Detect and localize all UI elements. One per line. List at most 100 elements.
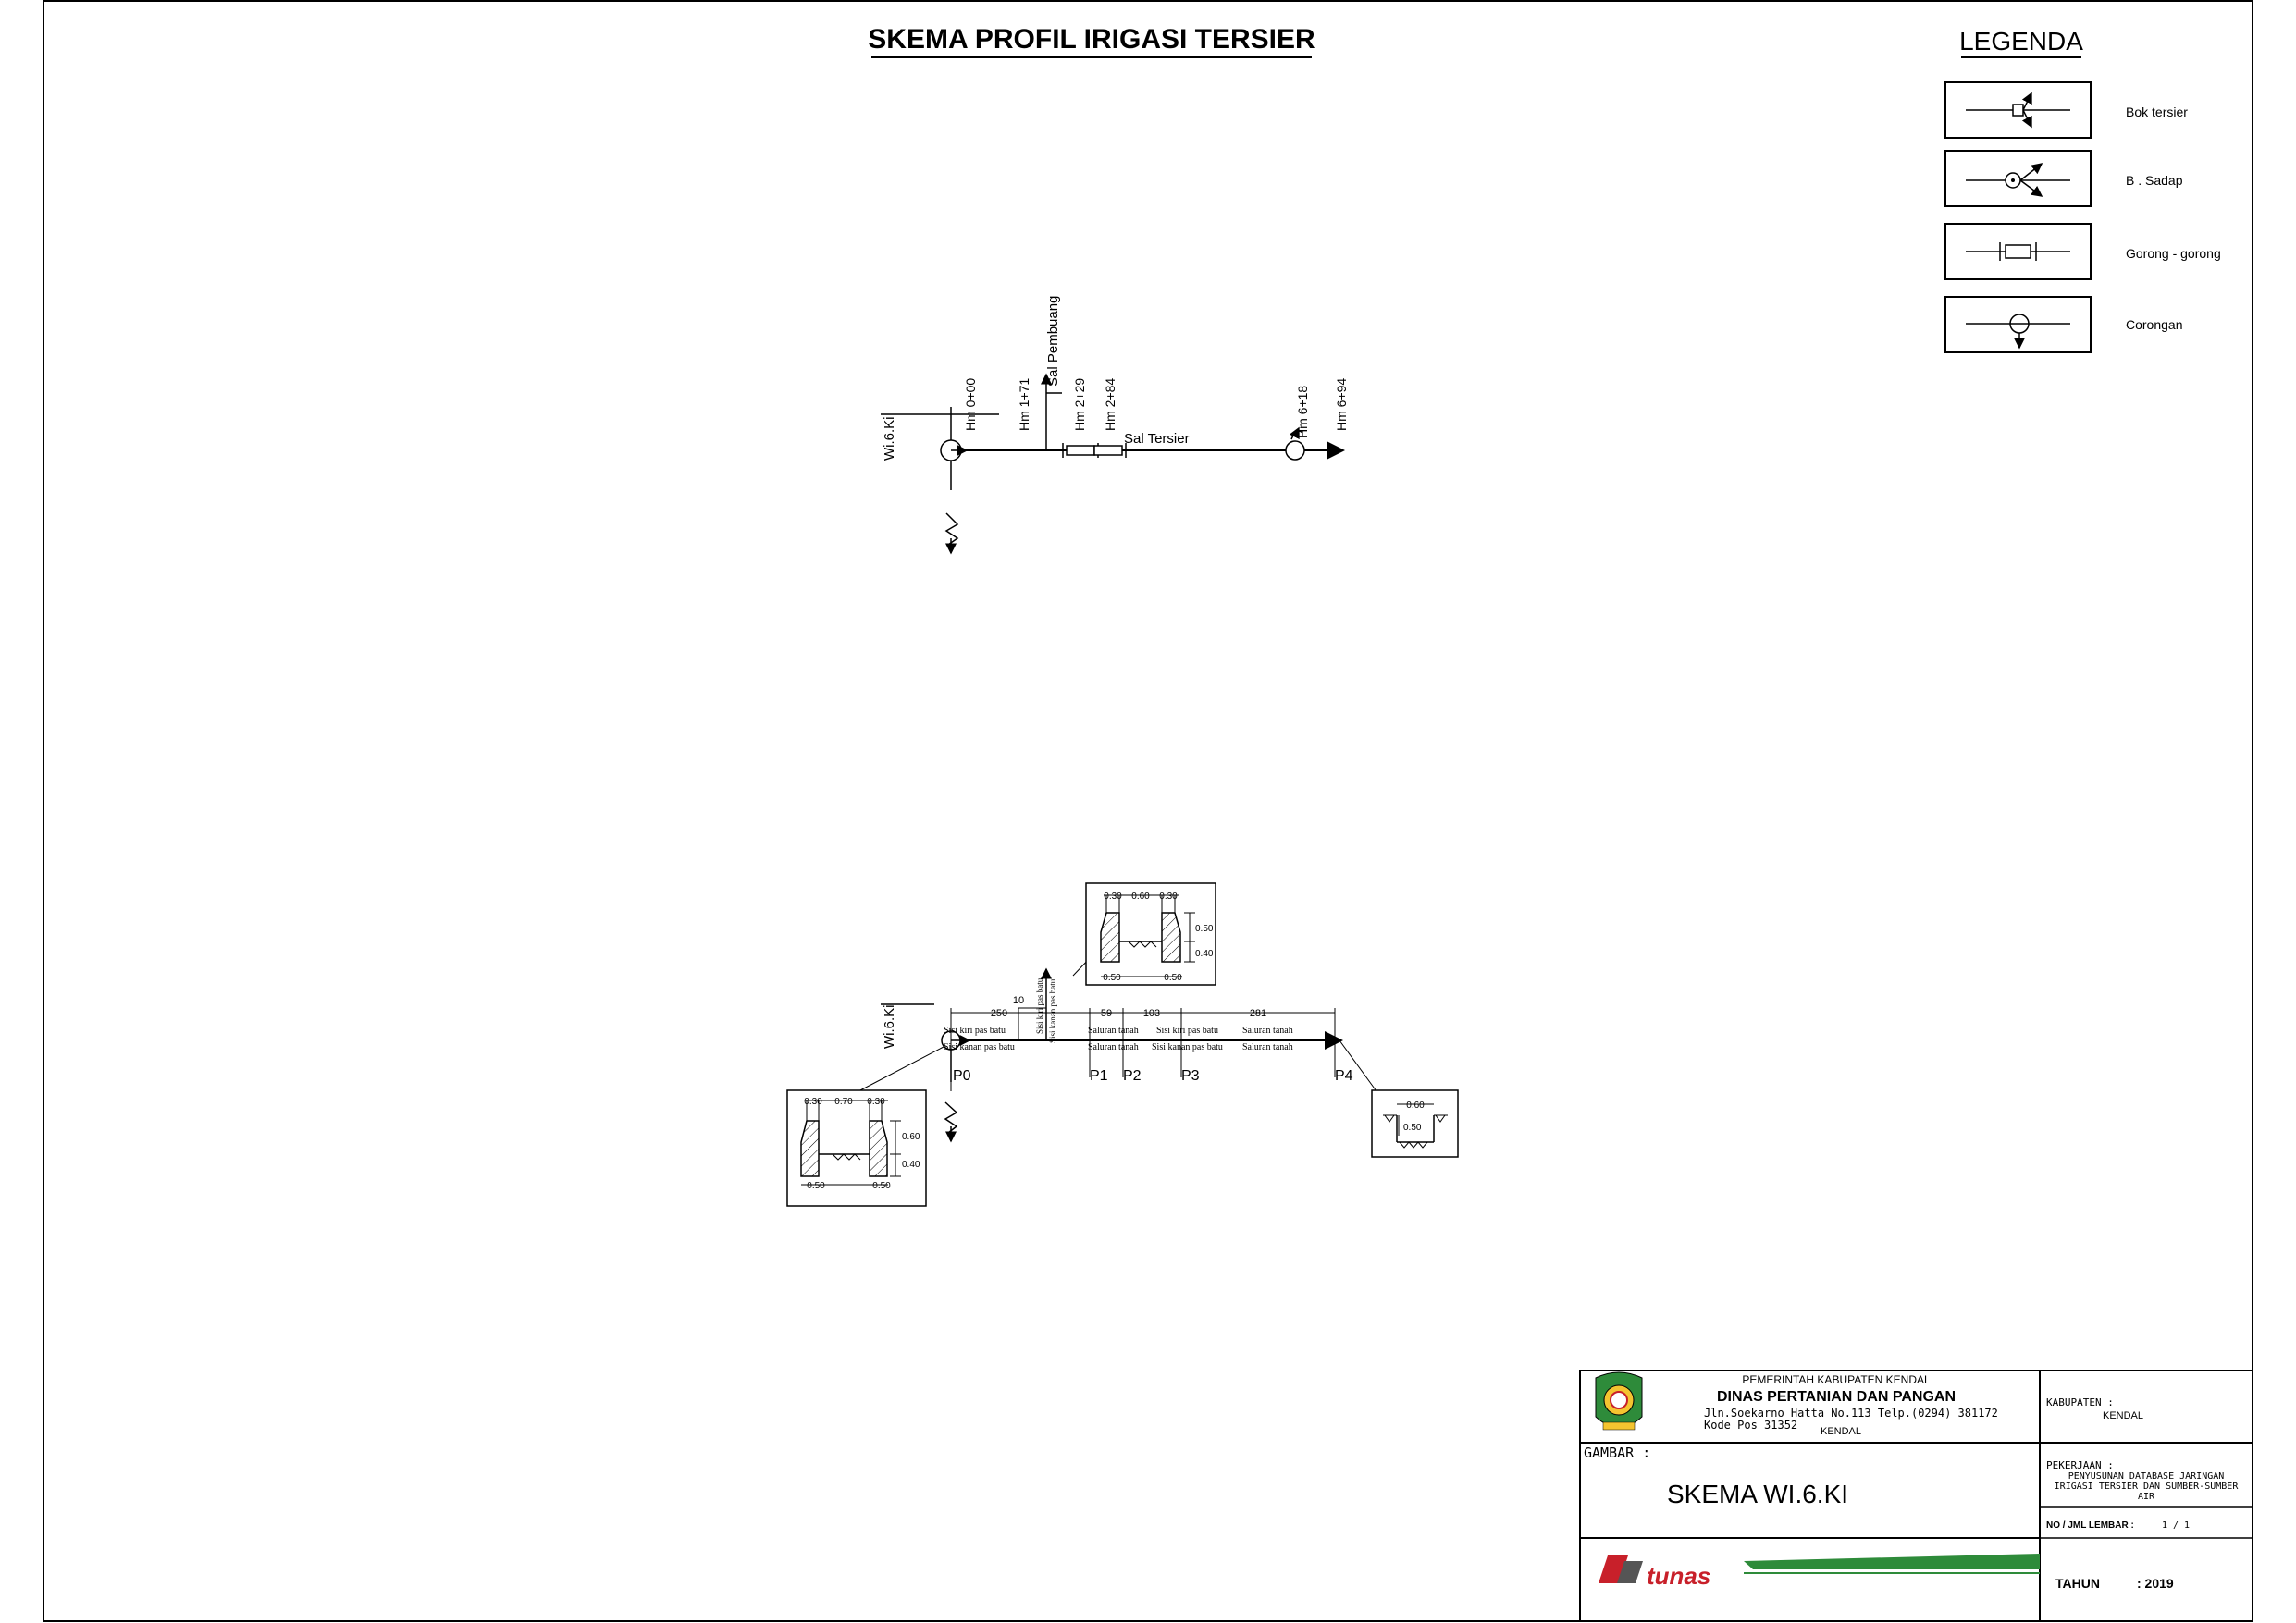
- station-label: Hm 0+00: [963, 378, 978, 431]
- dept-name: DINAS PERTANIAN DAN PANGAN: [1717, 1389, 1956, 1405]
- point-label: P1: [1090, 1068, 1108, 1084]
- pekerjaan-line: AIR: [2138, 1492, 2155, 1502]
- gov-name: PEMERINTAH KABUPATEN KENDAL: [1742, 1373, 1931, 1386]
- corongan-icon: [1966, 314, 2070, 350]
- segment-note: Sisi kiri pas batu: [944, 1026, 1006, 1036]
- page-title: SKEMA PROFIL IRIGASI TERSIER: [868, 24, 1315, 55]
- segment-note: Sisi kiri pas batu: [1035, 977, 1044, 1034]
- channel-label: Sal Tersier: [1124, 431, 1190, 447]
- point-label: P0: [953, 1068, 971, 1084]
- legend-item-sadap: B . Sadap: [1944, 150, 2183, 207]
- profile-diagram: Wi.6.Ki 250 10 59 103 281 S: [858, 955, 1377, 1143]
- tahun-value: : 2019: [2137, 1576, 2174, 1591]
- pekerjaan-line: IRIGASI TERSIER DAN SUMBER-SUMBER: [2055, 1482, 2240, 1492]
- tunas-brand-logo: tunas: [1599, 1554, 2040, 1590]
- title-block: PEMERINTAH KABUPATEN KENDAL DINAS PERTAN…: [1579, 1370, 2253, 1622]
- legend-box: [1944, 296, 2092, 353]
- legend-label: B . Sadap: [2126, 173, 2183, 188]
- dim-label: 0.50: [872, 1181, 891, 1191]
- station-label: Hm 6+94: [1334, 378, 1349, 431]
- legend-title: LEGENDA: [1959, 27, 2083, 55]
- city: KENDAL: [1821, 1426, 1861, 1437]
- address-line: Jln.Soekarno Hatta No.113 Telp.(0294) 38…: [1704, 1407, 1998, 1420]
- station-label: Hm 1+71: [1017, 378, 1031, 431]
- profile-channel-name: Wi.6.Ki: [882, 1004, 897, 1049]
- segment-note: Saluran tanah: [1088, 1042, 1139, 1052]
- pekerjaan-label: PEKERJAAN :: [2046, 1459, 2114, 1471]
- segment-note: Sisi kanan pas batu: [1048, 978, 1057, 1043]
- bok-tersier-icon: [1966, 92, 2070, 129]
- point-label: P4: [1335, 1068, 1353, 1084]
- schema-diagram: Wi.6.Ki Sal Pembuang Sal Tersier Hm 0+00…: [881, 296, 1349, 555]
- dim-label: 0.50: [1195, 924, 1214, 934]
- legend-label: Corongan: [2126, 317, 2183, 332]
- legend: LEGENDA Bok tersier B . Sadap: [1944, 27, 2221, 353]
- sadap-icon: [1966, 163, 2070, 197]
- length-label: 59: [1101, 1008, 1112, 1019]
- cross-section-a: 0.30 0.70 0.30 0.60 0.40 0.50 0.50: [786, 1089, 927, 1207]
- section-leader: [1339, 1039, 1377, 1092]
- culvert-icon: [1093, 443, 1127, 458]
- cross-section-c: 0.60 0.50: [1371, 1089, 1459, 1158]
- dim-label: 0.60: [1131, 891, 1150, 902]
- dimension-line: [950, 1007, 1336, 1040]
- segment-note: Sisi kanan pas batu: [944, 1042, 1015, 1052]
- gambar-label: GAMBAR :: [1584, 1445, 1650, 1461]
- dim-label: 0.60: [902, 1132, 920, 1142]
- station-label: Hm 2+84: [1103, 378, 1117, 431]
- end-sadap-icon: [1285, 440, 1305, 461]
- length-label: 103: [1143, 1008, 1160, 1019]
- dim-label: 0.70: [834, 1097, 853, 1107]
- legend-label: Gorong - gorong: [2126, 246, 2221, 261]
- station-label: Hm 2+29: [1072, 378, 1087, 431]
- cross-section-b: 0.30 0.60 0.30 0.50 0.40 0.50 0.50: [1085, 882, 1216, 986]
- legend-box: [1944, 223, 2092, 280]
- drawing-title: SKEMA WI.6.KI: [1667, 1480, 1848, 1508]
- legend-item-corongan: Corongan: [1944, 296, 2183, 353]
- kabupaten-value: KENDAL: [2103, 1410, 2143, 1421]
- dim-label: 0.50: [1164, 973, 1182, 983]
- section-leader: [858, 1046, 944, 1092]
- drain-label: Sal Pembuang: [1045, 296, 1061, 387]
- corongan-icon: [944, 1101, 958, 1134]
- lembar-label: NO / JML LEMBAR :: [2046, 1520, 2134, 1531]
- sheet-border: [43, 0, 2253, 1622]
- length-label: 250: [991, 1008, 1007, 1019]
- length-label: 10: [1013, 995, 1024, 1006]
- dim-label: 0.30: [1104, 891, 1122, 902]
- lembar-value: 1 / 1: [2162, 1520, 2190, 1531]
- legend-box: [1944, 150, 2092, 207]
- station-label: Hm 6+18: [1295, 386, 1310, 438]
- culvert-icon: [1062, 443, 1099, 458]
- segment-note: Saluran tanah: [1242, 1026, 1293, 1036]
- brand-name: tunas: [1647, 1562, 1710, 1590]
- point-label: P2: [1123, 1068, 1142, 1084]
- schema-channel-name: Wi.6.Ki: [882, 416, 897, 461]
- government-logo: [1595, 1371, 1643, 1431]
- segment-note: Saluran tanah: [1242, 1042, 1293, 1052]
- tahun-label: TAHUN: [2055, 1576, 2100, 1591]
- dim-label: 0.40: [1195, 949, 1214, 959]
- corongan-icon: [944, 512, 959, 546]
- dim-label: 0.40: [902, 1160, 920, 1170]
- length-label: 281: [1250, 1008, 1266, 1019]
- point-label: P3: [1181, 1068, 1200, 1084]
- legend-item-bok: Bok tersier: [1944, 81, 2188, 139]
- pekerjaan-line: PENYUSUNAN DATABASE JARINGAN: [2068, 1471, 2225, 1482]
- kabupaten-label: KABUPATEN :: [2046, 1396, 2114, 1408]
- dim-label: 0.30: [867, 1097, 885, 1107]
- dim-label: 0.30: [804, 1097, 822, 1107]
- dim-label: 0.60: [1406, 1100, 1425, 1111]
- dim-label: 0.30: [1159, 891, 1178, 902]
- culvert-icon: [1966, 242, 2070, 261]
- legend-item-culvert: Gorong - gorong: [1944, 223, 2221, 280]
- postal-code: Kode Pos 31352: [1704, 1419, 1797, 1432]
- dim-label: 0.50: [1403, 1123, 1422, 1133]
- segment-note: Sisi kanan pas batu: [1152, 1042, 1223, 1052]
- legend-label: Bok tersier: [2126, 105, 2188, 119]
- segment-note: Sisi kiri pas batu: [1156, 1026, 1218, 1036]
- dim-label: 0.50: [1103, 973, 1121, 983]
- dim-label: 0.50: [807, 1181, 825, 1191]
- legend-box: [1944, 81, 2092, 139]
